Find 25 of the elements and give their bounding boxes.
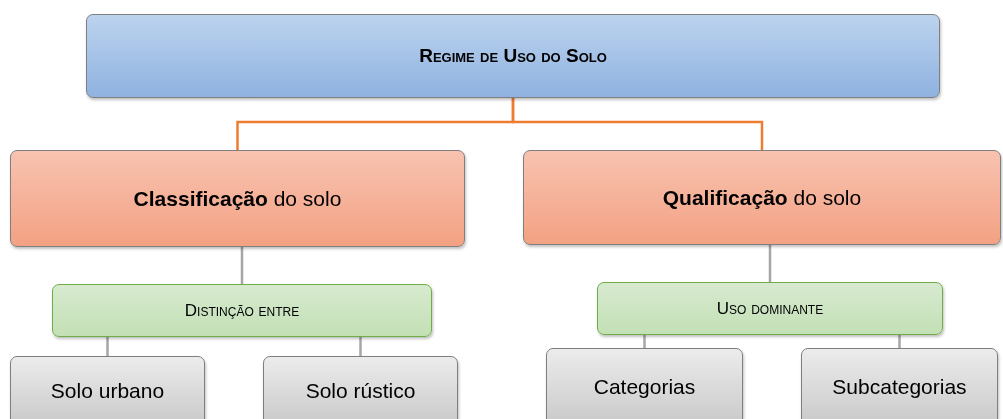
box-label: Classificação do solo [133,186,342,211]
item-box [263,356,458,419]
subheading-box [597,282,943,335]
box-label: Solo urbano [50,379,165,403]
connector-line [359,337,362,356]
connector-line [768,245,772,282]
box-label: Subcategorias [832,375,967,399]
item-box [801,348,998,419]
item-box [546,348,743,419]
connector-line [240,247,244,284]
connector-line [511,98,764,150]
box-label: Distinção entre [184,300,300,321]
category-box [523,150,1001,245]
connector-line [643,335,646,348]
connector-line [898,335,901,348]
subheading-box [52,284,432,337]
connector-line [106,337,109,356]
box-label: Categorias [593,375,696,399]
box-label: Solo rústico [305,379,416,403]
box-label: Qualificação do solo [662,185,862,210]
category-box [10,150,465,247]
item-box [10,356,205,419]
box-label: Uso dominante [716,298,824,319]
title-box [86,14,940,98]
box-label: Regime de Uso do Solo [419,45,607,67]
